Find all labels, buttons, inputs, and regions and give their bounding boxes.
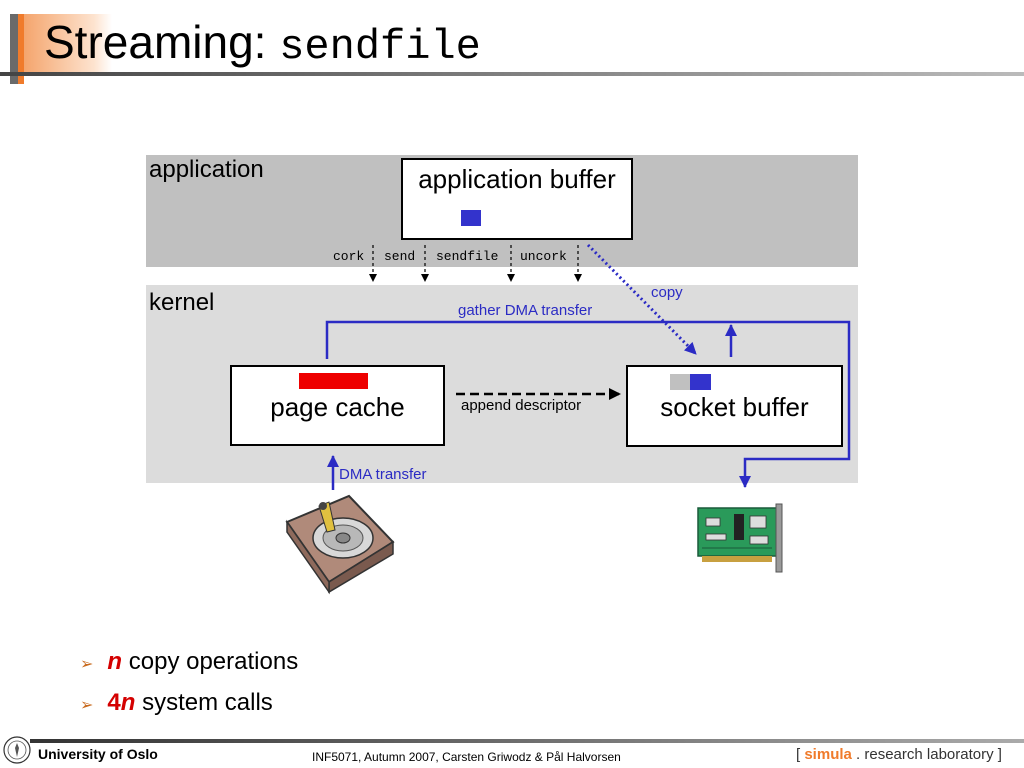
bullet-arrow-icon: ➢ [80,656,94,673]
bullet-copy-text: copy operations [122,648,299,675]
bullet-copy-operations: ➢ n copy operations [80,648,298,676]
slide-title: Streaming: sendfile [44,12,481,77]
copy-label: copy [651,284,683,301]
bullet-4: 4 [107,689,121,716]
footer-course: INF5071, Autumn 2007, Carsten Griwodz & … [312,750,621,764]
title-accent [22,14,112,72]
university-seal-icon [3,736,31,764]
socket-data-block [690,374,711,390]
application-buffer-box: application buffer [401,158,633,240]
application-layer-label: application [149,156,264,183]
gather-dma-label: gather DMA transfer [458,302,593,319]
append-descriptor-label: append descriptor [461,397,582,414]
syscall-uncork: uncork [520,249,567,264]
syscall-send: send [384,249,416,264]
application-buffer-label: application buffer [418,164,616,194]
bullet-arrow-icon: ➢ [80,697,94,714]
socket-buffer-label: socket buffer [660,392,809,422]
title-bar-dark [10,14,18,84]
socket-descriptor-block [670,374,691,390]
footer-rule [30,739,1024,743]
bullet-n: n [107,648,123,675]
footer-university: University of Oslo [38,746,158,762]
dma-transfer-label: DMA transfer [339,466,427,483]
slide-title-code: sendfile [279,23,481,71]
kernel-layer-label: kernel [149,289,215,316]
footer-lab-open: [ [796,746,801,763]
copy-arrow [586,243,698,356]
page-cache-data-block [299,373,368,389]
slide-title-text: Streaming: [44,16,267,68]
hard-disk-icon [285,494,395,595]
syscall-sendfile: sendfile [436,249,499,264]
footer-lab-rest: . research laboratory [856,746,994,763]
application-data-block [461,210,481,226]
gather-dma-path [325,320,851,488]
footer-lab-simula: simula [804,746,852,763]
footer-lab-close: ] [997,746,1002,763]
bullet-4n: n [120,689,136,716]
title-rule [0,72,1024,76]
syscall-arrows [369,245,582,282]
socket-buffer-box: socket buffer [626,365,843,447]
network-card-icon [697,503,783,573]
bullet-system-calls: ➢ 4n system calls [80,689,273,717]
title-bar-orange [18,14,24,84]
syscall-cork: cork [333,249,365,264]
bullet-syscalls-text: system calls [135,689,273,716]
page-cache-label: page cache [270,392,405,422]
footer-lab: [ simula . research laboratory ] [796,746,1002,763]
